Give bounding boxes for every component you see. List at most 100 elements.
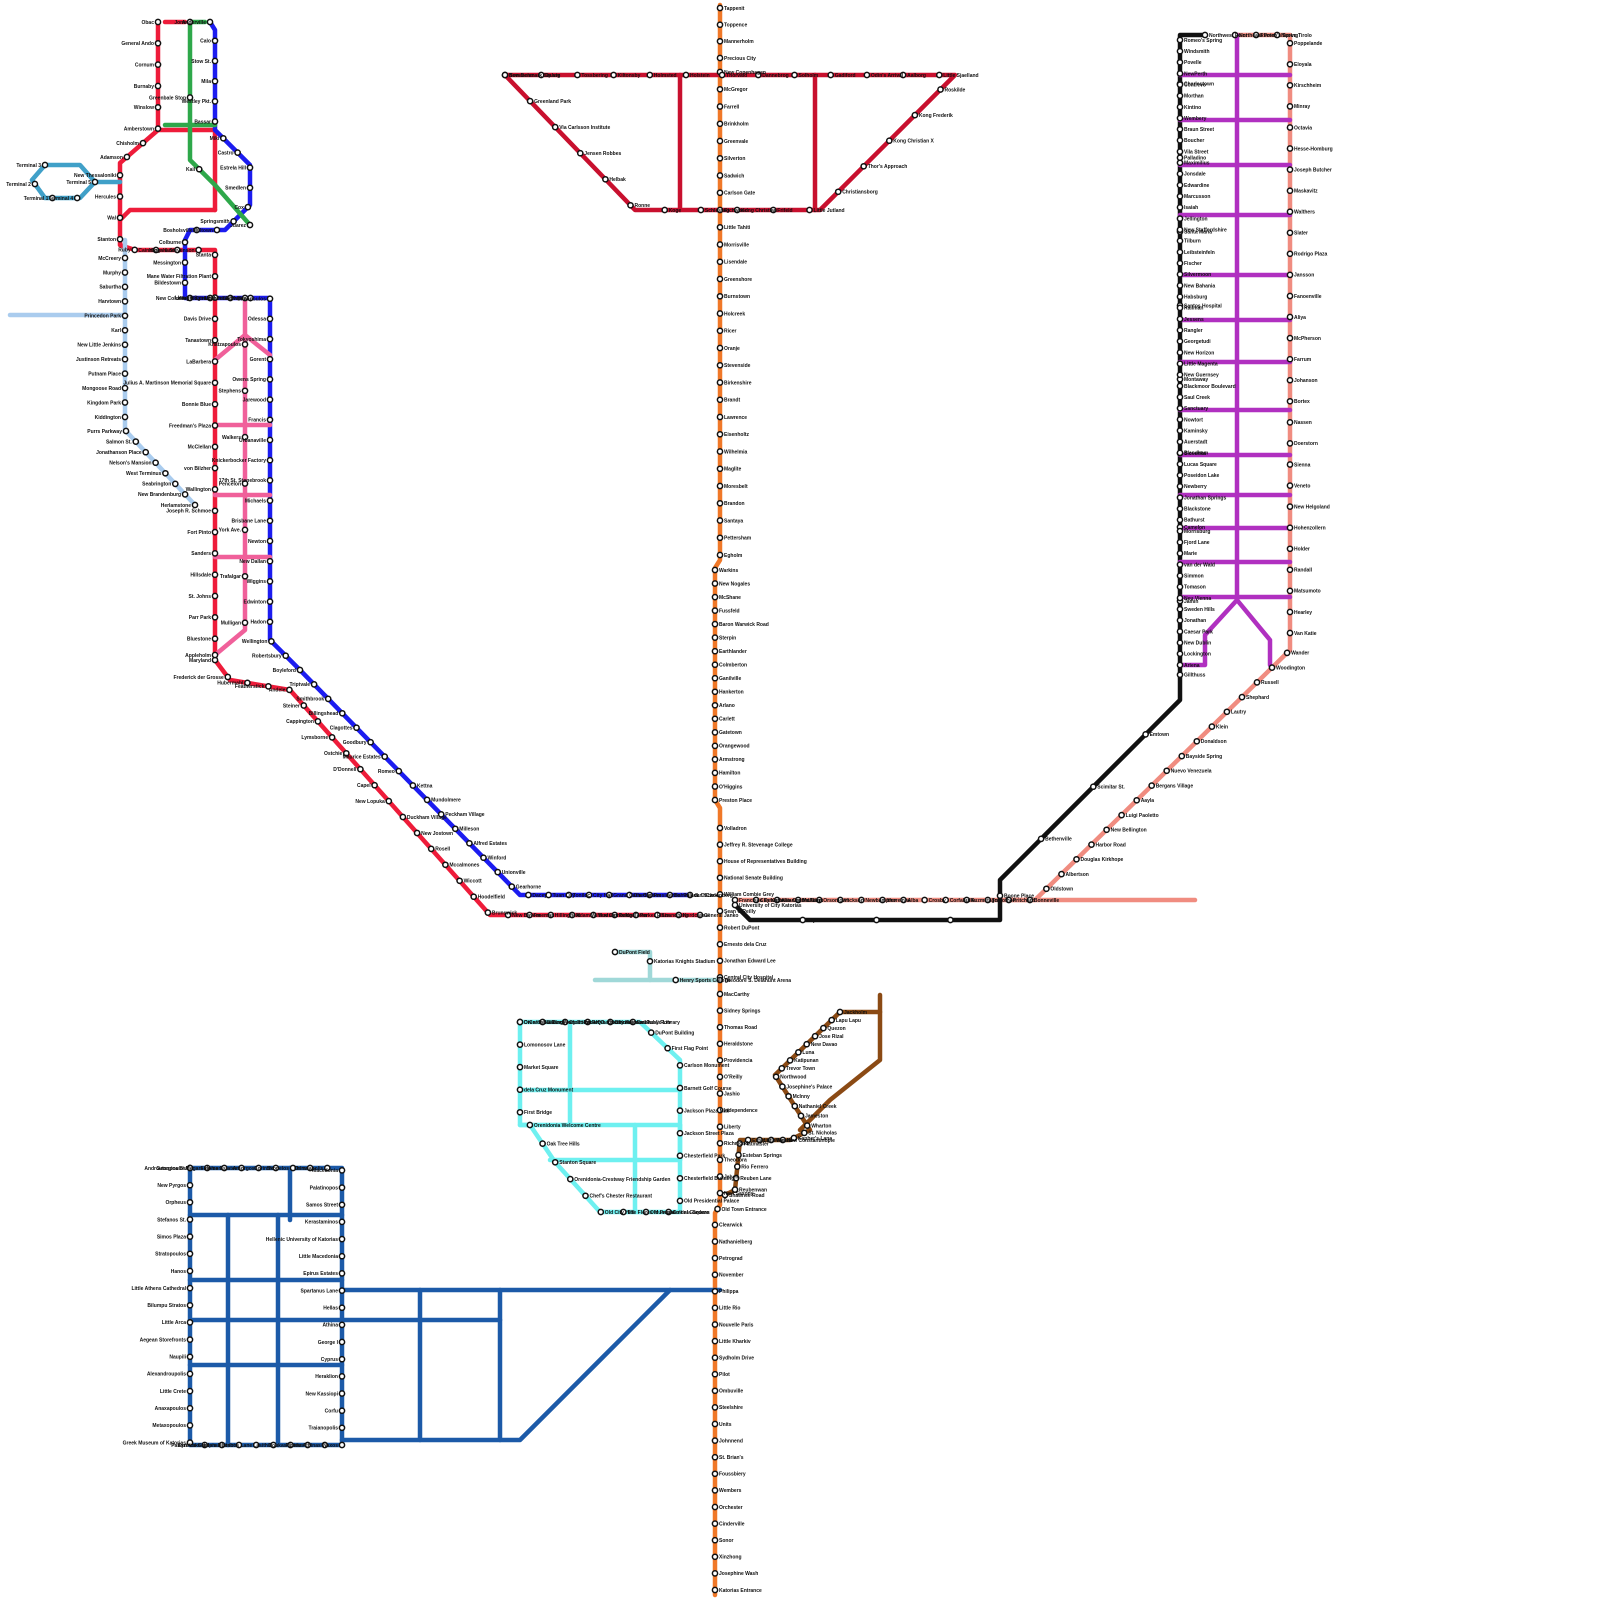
station-cyan-28[interactable]	[516, 1018, 524, 1026]
station-brown-9[interactable]	[779, 1083, 786, 1090]
station-red-60[interactable]	[632, 911, 640, 919]
station-green-2[interactable]	[195, 165, 203, 173]
station-cyan-13[interactable]	[676, 1174, 684, 1182]
station-pink-8[interactable]	[211, 651, 219, 659]
station-blue-4[interactable]	[211, 98, 219, 105]
station-navy-47[interactable]	[186, 1216, 194, 1223]
station-orange_south-2[interactable]	[716, 857, 724, 865]
station-blue-56[interactable]	[525, 891, 532, 899]
station-orange_south-27[interactable]	[711, 1271, 719, 1279]
station-blue-49[interactable]	[423, 796, 431, 804]
station-navy-12[interactable]	[338, 1218, 346, 1226]
station-blue-3[interactable]	[211, 77, 219, 85]
station-salmon-12[interactable]	[1286, 229, 1294, 237]
station-lightblue-3[interactable]	[121, 298, 129, 305]
station-crimson-13[interactable]	[937, 86, 944, 93]
station-salmon-57[interactable]	[858, 896, 865, 904]
station-blue-63[interactable]	[666, 891, 674, 899]
station-orange_south-29[interactable]	[711, 1304, 719, 1312]
station-brown-22[interactable]	[733, 1163, 741, 1170]
station-purple-43[interactable]	[1176, 516, 1184, 524]
station-red-58[interactable]	[590, 911, 597, 919]
station-orange_south-28[interactable]	[711, 1287, 719, 1295]
station-purple-4[interactable]	[1176, 81, 1184, 88]
station-navy-27[interactable]	[304, 1441, 312, 1449]
station-salmon-38[interactable]	[1193, 737, 1201, 745]
station-orange_south-24[interactable]	[711, 1221, 719, 1229]
station-blue-51[interactable]	[451, 825, 459, 833]
station-orange_south-25[interactable]	[711, 1238, 719, 1245]
station-navy-32[interactable]	[218, 1441, 226, 1449]
station-pink-6[interactable]	[241, 572, 249, 580]
station-salmon-55[interactable]	[900, 896, 907, 904]
station-salmon-13[interactable]	[1286, 250, 1294, 258]
station-purple-17[interactable]	[1176, 226, 1184, 234]
station-blue-53[interactable]	[480, 854, 487, 862]
station-salmon-59[interactable]	[815, 896, 823, 904]
station-crimson-8[interactable]	[791, 71, 798, 79]
station-purple-9[interactable]	[1176, 137, 1184, 144]
station-lightblue-7[interactable]	[121, 355, 129, 363]
station-crimson-27[interactable]	[526, 97, 534, 105]
station-blue-1[interactable]	[211, 37, 219, 45]
station-navy-4[interactable]	[255, 1164, 262, 1172]
station-orange_mid-0[interactable]	[711, 566, 719, 574]
station-red-27[interactable]	[211, 486, 219, 493]
station-blue-48[interactable]	[409, 782, 417, 789]
station-pink-2[interactable]	[241, 387, 249, 395]
station-crimson-28[interactable]	[501, 71, 509, 79]
station-lightblue-0[interactable]	[121, 254, 129, 262]
station-crimson-17[interactable]	[834, 188, 842, 196]
station-navy-35[interactable]	[186, 1422, 194, 1429]
station-purple-49[interactable]	[1176, 583, 1184, 591]
station-orange_south-44[interactable]	[711, 1553, 719, 1561]
station-blue-25[interactable]	[266, 376, 274, 383]
station-teal-3[interactable]	[73, 194, 81, 202]
station-lightblue-13[interactable]	[132, 438, 140, 445]
station-orange_south-17[interactable]	[716, 1106, 724, 1114]
station-crimson-7[interactable]	[754, 71, 762, 79]
station-orange_north-3[interactable]	[716, 54, 724, 62]
station-red-7[interactable]	[123, 153, 131, 161]
station-black-17[interactable]	[731, 901, 739, 909]
station-salmon-22[interactable]	[1286, 440, 1294, 447]
station-orange_south-20[interactable]	[716, 1156, 724, 1164]
station-orange_south-13[interactable]	[716, 1040, 724, 1048]
station-salmon-56[interactable]	[879, 896, 886, 904]
station-orange_mid-2[interactable]	[711, 593, 719, 601]
station-orange_upper-2[interactable]	[716, 103, 724, 110]
station-cyan-5[interactable]	[629, 1018, 637, 1026]
station-cyan-27[interactable]	[516, 1041, 524, 1048]
station-blue-38[interactable]	[268, 638, 275, 645]
station-red-4[interactable]	[154, 103, 162, 111]
station-red-33[interactable]	[211, 613, 219, 621]
station-crimson-24[interactable]	[602, 175, 609, 183]
station-orange_south-18[interactable]	[716, 1123, 724, 1131]
station-paleteal-3[interactable]	[716, 976, 724, 984]
station-red-2[interactable]	[154, 61, 162, 68]
station-blue-26[interactable]	[266, 396, 274, 403]
station-lightblue-19[interactable]	[191, 501, 199, 509]
station-crimson-26[interactable]	[551, 123, 559, 131]
station-salmon-2[interactable]	[1273, 31, 1281, 39]
station-salmon-7[interactable]	[1286, 124, 1294, 131]
station-navy-50[interactable]	[186, 1164, 194, 1172]
station-cyan-4[interactable]	[606, 1018, 614, 1026]
station-red-30[interactable]	[211, 550, 219, 557]
station-brown-11[interactable]	[791, 1102, 799, 1110]
station-purple-32[interactable]	[1176, 393, 1184, 401]
station-red-62[interactable]	[675, 911, 683, 919]
station-brown-0[interactable]	[836, 1008, 844, 1016]
station-cyan-12[interactable]	[676, 1152, 684, 1160]
station-salmon-36[interactable]	[1223, 708, 1231, 716]
station-orange_upper-22[interactable]	[716, 448, 724, 455]
station-brown-13[interactable]	[803, 1122, 811, 1129]
station-purple-31[interactable]	[1176, 382, 1184, 390]
station-lightblue-16[interactable]	[162, 469, 169, 477]
station-brown-12[interactable]	[797, 1112, 805, 1120]
station-crimson-23[interactable]	[627, 201, 634, 209]
station-purple-39[interactable]	[1176, 471, 1184, 479]
station-brown-18[interactable]	[756, 1136, 763, 1144]
station-blue-21[interactable]	[266, 295, 274, 303]
station-red-20[interactable]	[211, 336, 219, 344]
